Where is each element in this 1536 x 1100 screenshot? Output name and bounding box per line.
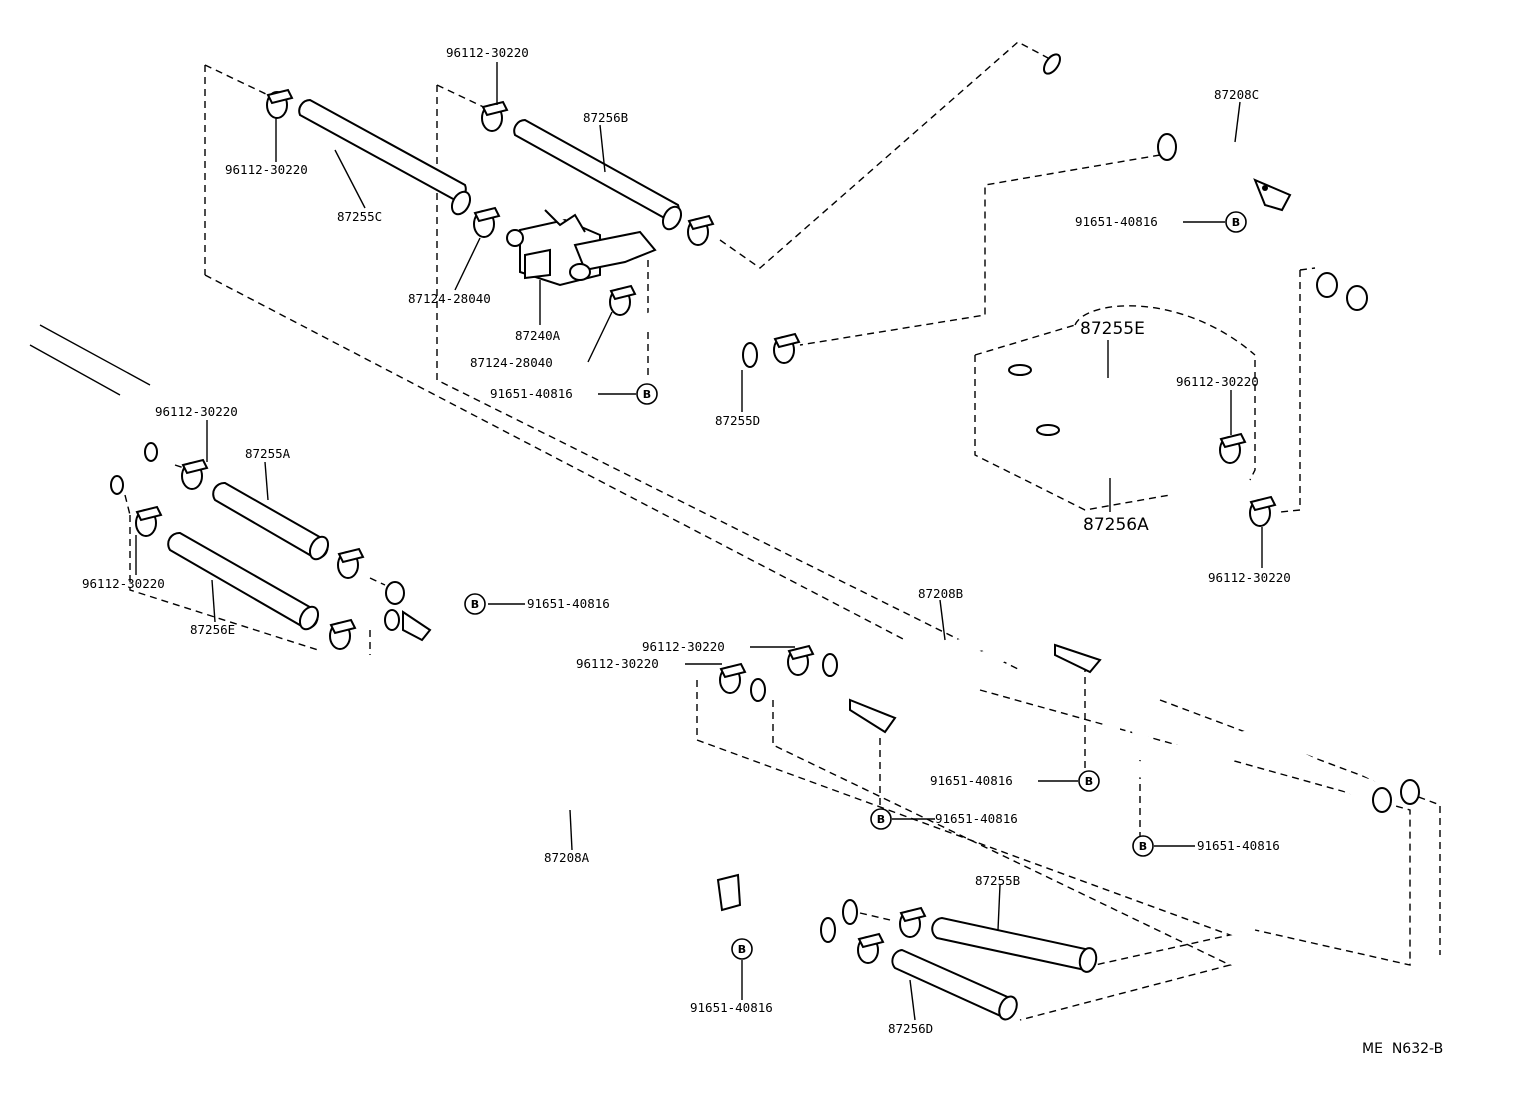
hose-87255c: [298, 98, 472, 216]
svg-text:B: B: [471, 598, 479, 611]
svg-text:B: B: [738, 943, 746, 956]
part-label: 87256B: [583, 110, 628, 125]
part-label: 91651-40816: [930, 773, 1013, 788]
clamp-icon: [135, 505, 163, 537]
bolt-b-icon: B: [870, 808, 892, 830]
bolt-b-icon: B: [464, 593, 486, 615]
part-label: 87240A: [515, 328, 561, 343]
part-label: 87256D: [888, 1021, 933, 1036]
part-label: 87208C: [1214, 87, 1259, 102]
part-label: 91651-40816: [490, 386, 573, 401]
clamp-icon: [1249, 495, 1277, 527]
water-valve-87240a: [506, 209, 657, 287]
part-label: 87255D: [715, 413, 760, 428]
bolt-symbols: B B B B B B B: [464, 211, 1247, 960]
reference-code: ME N632-B: [1362, 1041, 1443, 1057]
bolt-b-icon: B: [1132, 835, 1154, 857]
part-label: 96112-30220: [642, 639, 725, 654]
part-labels: 96112-30220 96112-30220 87255C 87256B 87…: [82, 45, 1291, 1036]
part-label: 96112-30220: [446, 45, 529, 60]
hose-87255b: [931, 916, 1098, 973]
clamp-icon: [181, 458, 209, 490]
part-label: 87255A: [245, 446, 291, 461]
bent-hoses: [642, 312, 1240, 510]
clamp-icon: [609, 284, 637, 316]
heater-pipes: [29, 53, 1420, 943]
part-label: 96112-30220: [576, 656, 659, 671]
part-label: 87256E: [190, 622, 235, 637]
part-label: 91651-40816: [690, 1000, 773, 1015]
part-label: 96112-30220: [82, 576, 165, 591]
hose-87255e: [1008, 364, 1210, 442]
clamp-icon: [899, 906, 927, 938]
svg-text:B: B: [877, 813, 885, 826]
part-label: 87124-28040: [470, 355, 553, 370]
part-label: 87124-28040: [408, 291, 491, 306]
svg-text:B: B: [1232, 216, 1240, 229]
straight-hoses: [167, 98, 1098, 1021]
part-label: 96112-30220: [1176, 374, 1259, 389]
clamp-icon: [329, 618, 357, 650]
hose-87255d: [642, 312, 758, 368]
pipe-87208b: [750, 597, 1420, 813]
clamp-icon: [857, 932, 885, 964]
clamp-icon: [787, 644, 815, 676]
clamp-icon: [719, 662, 747, 694]
part-label: 91651-40816: [1197, 838, 1280, 853]
clamp-icon: [481, 100, 509, 132]
bolt-b-icon: B: [731, 938, 753, 960]
part-label: 96112-30220: [155, 404, 238, 419]
pipe-87208c: [1043, 53, 1394, 314]
hose-87256d: [891, 948, 1018, 1021]
hose-87256a: [1036, 424, 1240, 510]
hose-clamps: [135, 88, 1277, 964]
engine-outlet-pipes: [29, 324, 158, 495]
part-label: 91651-40816: [527, 596, 610, 611]
hose-87255a: [212, 481, 330, 561]
bolt-b-icon: B: [636, 383, 658, 405]
part-label: 87255C: [337, 209, 382, 224]
svg-text:B: B: [1139, 840, 1147, 853]
clamp-icon: [687, 214, 715, 246]
part-label: 87255B: [975, 873, 1020, 888]
clamp-icon: [773, 332, 801, 364]
hose-87256e: [167, 531, 320, 631]
hose-87256b: [513, 118, 683, 231]
svg-text:B: B: [1085, 775, 1093, 788]
pipe-87208a: [384, 581, 858, 943]
bolt-b-icon: B: [1225, 211, 1247, 233]
part-label: 87256A: [1083, 515, 1149, 535]
clamp-icon: [473, 206, 501, 238]
bolt-b-icon: B: [1078, 770, 1100, 792]
part-label: 91651-40816: [935, 811, 1018, 826]
part-label: 96112-30220: [1208, 570, 1291, 585]
part-label: 87208A: [544, 850, 590, 865]
part-label: 91651-40816: [1075, 214, 1158, 229]
svg-text:B: B: [643, 388, 651, 401]
clamp-icon: [337, 547, 365, 579]
part-label: 87255E: [1080, 319, 1145, 339]
clamp-icon: [266, 88, 294, 119]
part-label: 87208B: [918, 586, 963, 601]
part-label: 96112-30220: [225, 162, 308, 177]
clamp-icon: [1219, 432, 1247, 464]
leader-lines: [135, 62, 1263, 1021]
